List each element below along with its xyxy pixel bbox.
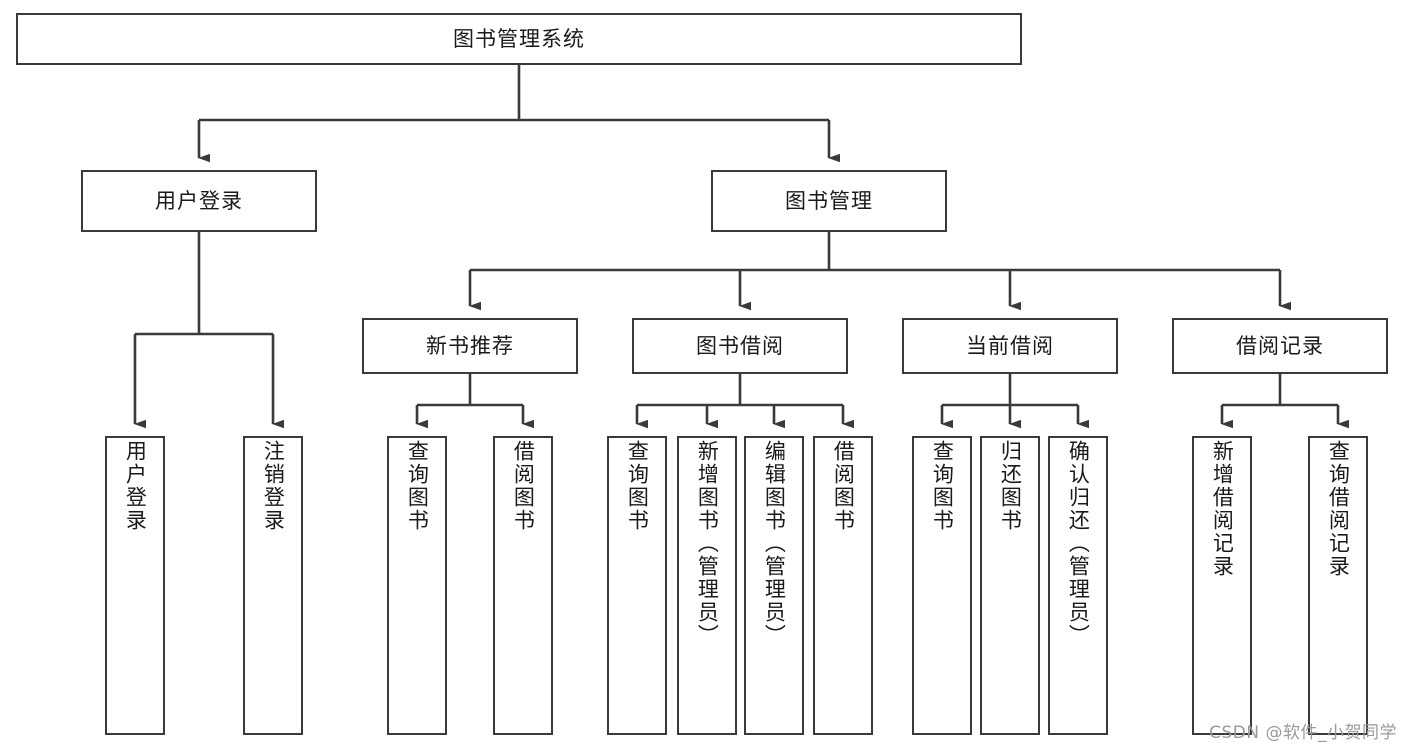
leaf-confirm-return-admin[interactable]: 确认归还（管理员） xyxy=(1048,436,1108,735)
leaf-add-book-admin[interactable]: 新增图书（管理员） xyxy=(677,436,737,735)
node-label: 借阅图书 xyxy=(831,440,856,532)
node-label: 新增借阅记录 xyxy=(1210,440,1235,578)
leaf-logout[interactable]: 注销登录 xyxy=(243,436,303,735)
node-label: 查询图书 xyxy=(930,440,955,532)
node-label: 确认归还（管理员） xyxy=(1066,440,1091,647)
node-new-book-recommend[interactable]: 新书推荐 xyxy=(362,318,578,374)
leaf-add-borrow-record[interactable]: 新增借阅记录 xyxy=(1192,436,1252,735)
node-label: 借阅记录 xyxy=(1236,333,1324,358)
leaf-return-book[interactable]: 归还图书 xyxy=(980,436,1040,735)
node-label: 用户登录 xyxy=(155,188,243,213)
node-label: 用户登录 xyxy=(123,440,148,532)
node-label: 注销登录 xyxy=(261,440,286,532)
node-label: 查询图书 xyxy=(625,440,650,532)
leaf-query-book-recommend[interactable]: 查询图书 xyxy=(387,436,447,735)
node-current-borrow[interactable]: 当前借阅 xyxy=(902,318,1118,374)
node-label: 新增图书（管理员） xyxy=(695,440,720,647)
node-label: 归还图书 xyxy=(998,440,1023,532)
node-label: 图书管理 xyxy=(785,188,873,213)
leaf-user-login[interactable]: 用户登录 xyxy=(105,436,165,735)
leaf-borrow-book-recommend[interactable]: 借阅图书 xyxy=(493,436,553,735)
node-label: 图书管理系统 xyxy=(453,26,585,51)
node-book-management[interactable]: 图书管理 xyxy=(711,170,947,232)
leaf-query-book-current[interactable]: 查询图书 xyxy=(912,436,972,735)
leaf-borrow-book[interactable]: 借阅图书 xyxy=(813,436,873,735)
watermark: CSDN @软件_小贺同学 xyxy=(1209,723,1397,743)
node-label: 编辑图书（管理员） xyxy=(762,440,787,647)
leaf-query-borrow-record[interactable]: 查询借阅记录 xyxy=(1308,436,1368,735)
node-borrow-record[interactable]: 借阅记录 xyxy=(1172,318,1388,374)
node-label: 图书借阅 xyxy=(696,333,784,358)
leaf-query-book-borrow[interactable]: 查询图书 xyxy=(607,436,667,735)
node-label: 当前借阅 xyxy=(966,333,1054,358)
node-label: 借阅图书 xyxy=(511,440,536,532)
node-book-borrow[interactable]: 图书借阅 xyxy=(632,318,848,374)
node-root-book-management-system[interactable]: 图书管理系统 xyxy=(16,13,1022,65)
node-user-login[interactable]: 用户登录 xyxy=(81,170,317,232)
node-label: 新书推荐 xyxy=(426,333,514,358)
leaf-edit-book-admin[interactable]: 编辑图书（管理员） xyxy=(744,436,804,735)
node-label: 查询图书 xyxy=(405,440,430,532)
node-label: 查询借阅记录 xyxy=(1326,440,1351,578)
